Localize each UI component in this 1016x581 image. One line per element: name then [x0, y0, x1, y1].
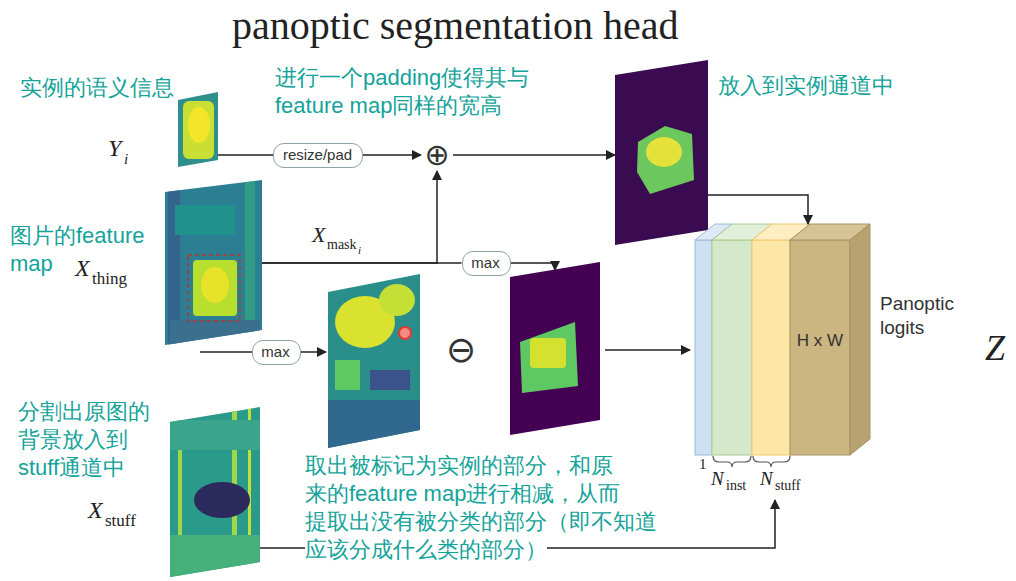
masked-map [520, 322, 578, 393]
panoptic-logits-block [752, 240, 790, 455]
operation-box: max [462, 251, 511, 276]
math-symbol: Z [985, 330, 1005, 366]
connector [708, 195, 808, 224]
max-feature-map [370, 370, 410, 390]
block-caption: Panoptic logits [880, 292, 980, 340]
stuff-feature-map: 分割出原图的 背景放入到 stuff通道中Xstuff [170, 407, 260, 577]
channel-brace [713, 456, 790, 467]
instance-map [183, 101, 214, 159]
diagram-title: panoptic segmentation head [232, 4, 679, 48]
math-subscript: stuff [105, 512, 136, 529]
stuff-feature-map [170, 400, 260, 580]
connector [218, 154, 273, 156]
panoptic-logits: H x WPanoptic logitsZ [695, 224, 870, 500]
panoptic-logits-block [712, 240, 752, 455]
channel-brace [753, 456, 790, 467]
instance-map [183, 101, 214, 159]
channel-brace [713, 456, 751, 467]
connector [363, 154, 421, 156]
math-subscript: i [358, 245, 361, 256]
operation-label: max [261, 344, 289, 359]
sum-operator: ⊕ [421, 139, 453, 171]
annotation-block: 取出被标记为实例的部分，和原 来的feature map进行相减，从而 提取出没… [305, 452, 685, 564]
math-symbol: X [312, 224, 325, 246]
stuff-feature-map [194, 482, 250, 518]
operation-box: max [252, 340, 301, 365]
panoptic-logits-block [695, 224, 870, 455]
math-symbol: Y [108, 136, 121, 160]
channel-count: N [760, 469, 773, 488]
channel-count: N [711, 469, 724, 488]
thing-feature-map [201, 267, 229, 303]
thing-feature-map: 图片的feature mapXthing [165, 180, 262, 345]
thing-feature-map [165, 180, 262, 350]
flow-line [200, 263, 690, 352]
thing-feature-map [170, 320, 260, 350]
operator-symbol: ⊖ [446, 332, 476, 368]
annotation: 实例的语义信息 [20, 74, 174, 102]
connector [262, 262, 462, 264]
instance-map [178, 92, 218, 167]
connector [262, 171, 437, 263]
max-feature-map [379, 284, 415, 316]
math-subscript: inst [726, 479, 746, 493]
annotation: 放入到实例通道中 [718, 72, 894, 100]
connector [453, 154, 615, 156]
masked-map [530, 338, 566, 368]
math-subscript: mask [327, 238, 357, 252]
max-feature-map [335, 360, 360, 390]
instance-output-map [615, 60, 708, 245]
math-symbol: X [75, 256, 90, 280]
operation-box: resize/pad [273, 143, 363, 168]
panoptic-logits-block [850, 224, 870, 455]
instance-output-map [637, 126, 694, 194]
thing-feature-map [188, 255, 240, 321]
annotation: 分割出原图的 背景放入到 stuff通道中 [18, 398, 173, 482]
masked-map [510, 262, 600, 435]
stuff-feature-map [170, 535, 260, 580]
math-symbol: X [88, 498, 103, 522]
instance-output-map [615, 60, 708, 245]
math-subscript: i [124, 152, 128, 167]
instance-output-map: 放入到实例通道中 [615, 60, 708, 245]
thing-feature-map [168, 180, 260, 350]
stuff-feature-map [170, 400, 260, 580]
max-feature-map [328, 274, 423, 450]
panoptic-logits-block [695, 240, 712, 455]
operator-symbol: ⊕ [424, 140, 449, 170]
annotation: 进行一个padding使得其与 feature map同样的宽高 [275, 64, 595, 120]
max-feature-map [399, 327, 411, 339]
math-subscript: thing [92, 270, 127, 287]
instance-output-map [637, 126, 694, 194]
instance-output-map [646, 137, 682, 167]
thing-feature-map [193, 260, 237, 316]
math-subscript: stuff [775, 479, 800, 493]
stuff-feature-map [170, 420, 260, 450]
operation-label: max [471, 255, 499, 270]
max-feature-map [328, 284, 423, 450]
channel-count: 1 [699, 457, 707, 472]
instance-map [178, 92, 218, 167]
masked-map [520, 322, 578, 393]
annotation: 取出被标记为实例的部分，和原 来的feature map进行相减，从而 提取出没… [305, 453, 657, 562]
operation-label: resize/pad [283, 147, 352, 162]
dimension-label: H x W [790, 332, 850, 349]
masked-map [510, 262, 600, 435]
thing-feature-map [175, 205, 235, 235]
flow-line [605, 349, 690, 351]
panoptic-logits-block [790, 240, 850, 455]
instance-map [188, 107, 210, 143]
instance-map: 实例的语义信息Yi [178, 92, 218, 167]
max-feature-map [328, 400, 423, 450]
